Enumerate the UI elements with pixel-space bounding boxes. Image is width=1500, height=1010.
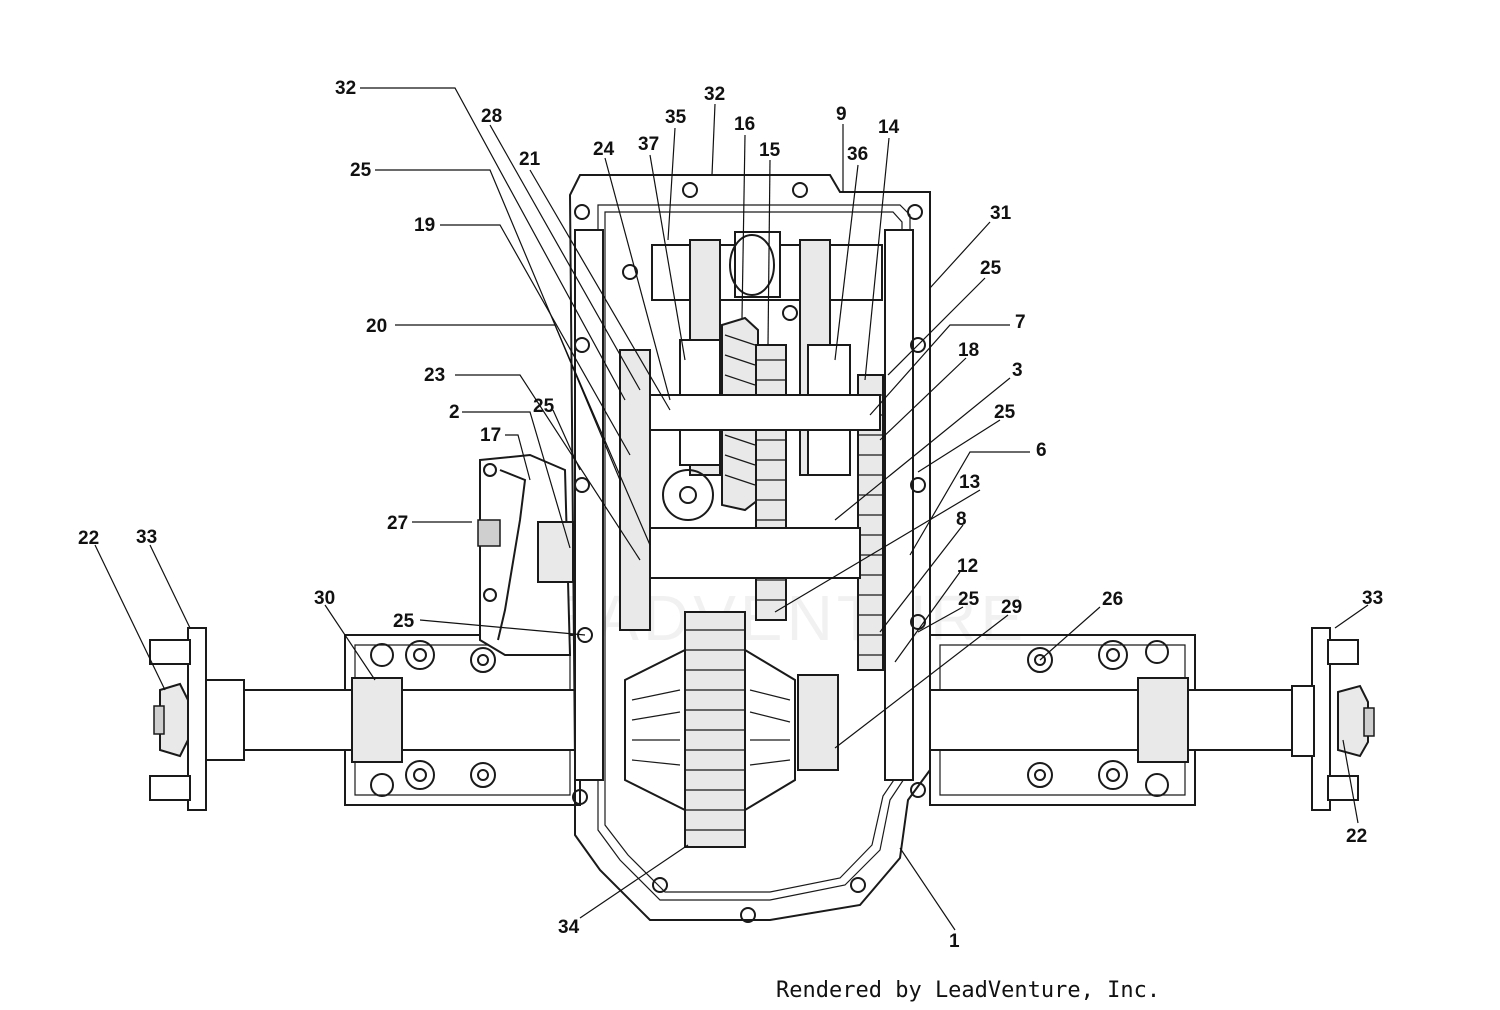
callout-27: 27 bbox=[387, 513, 408, 534]
axle-housing-right bbox=[929, 634, 1301, 806]
hub-right bbox=[1291, 627, 1375, 811]
callout-20: 20 bbox=[366, 316, 387, 337]
callout-24: 24 bbox=[593, 139, 615, 160]
callout-37: 37 bbox=[638, 134, 659, 155]
callout-35: 35 bbox=[665, 107, 687, 128]
callout-32-top: 32 bbox=[704, 84, 725, 105]
callout-25: 25 bbox=[350, 160, 372, 181]
callout-23: 23 bbox=[424, 365, 445, 386]
callout-25-left-a: 25 bbox=[533, 396, 555, 417]
callout-25-left-b: 25 bbox=[393, 611, 415, 632]
callout-32: 32 bbox=[335, 78, 356, 99]
callout-31: 31 bbox=[990, 203, 1012, 224]
callout-8: 8 bbox=[956, 509, 967, 530]
render-credit: Rendered by LeadVenture, Inc. bbox=[776, 978, 1161, 1003]
callout-30: 30 bbox=[314, 588, 335, 609]
shift-mechanism bbox=[651, 231, 883, 521]
callout-25-right-a: 25 bbox=[980, 258, 1002, 279]
callout-17: 17 bbox=[480, 425, 501, 446]
callout-9: 9 bbox=[836, 104, 847, 125]
callout-36: 36 bbox=[847, 144, 868, 165]
callout-28: 28 bbox=[481, 106, 502, 127]
callout-13: 13 bbox=[959, 472, 980, 493]
callout-2: 2 bbox=[449, 402, 460, 423]
callout-1: 1 bbox=[949, 931, 960, 952]
leader-lines bbox=[94, 87, 1369, 931]
callout-33-right: 33 bbox=[1362, 588, 1383, 609]
callout-33-left: 33 bbox=[136, 527, 157, 548]
callout-34: 34 bbox=[558, 917, 580, 938]
callout-25-right-b: 25 bbox=[994, 402, 1016, 423]
callout-15: 15 bbox=[759, 140, 781, 161]
transaxle-case bbox=[568, 174, 931, 923]
callout-19: 19 bbox=[414, 215, 435, 236]
callout-22-left: 22 bbox=[78, 528, 99, 549]
callout-21: 21 bbox=[519, 149, 541, 170]
callout-7: 7 bbox=[1015, 312, 1026, 333]
hub-left bbox=[149, 627, 245, 811]
callout-3: 3 bbox=[1012, 360, 1023, 381]
callout-12: 12 bbox=[957, 556, 978, 577]
brake-assembly bbox=[477, 453, 574, 656]
callout-18: 18 bbox=[958, 340, 979, 361]
callout-14: 14 bbox=[878, 117, 900, 138]
callout-29: 29 bbox=[1001, 597, 1022, 618]
callout-labels: 32 28 25 21 19 24 37 35 32 16 15 9 36 14… bbox=[78, 78, 1383, 952]
callout-25-right-c: 25 bbox=[958, 589, 980, 610]
callout-26: 26 bbox=[1102, 589, 1123, 610]
callout-6: 6 bbox=[1036, 440, 1047, 461]
callout-16: 16 bbox=[734, 114, 755, 135]
gear-stack bbox=[619, 316, 884, 671]
differential bbox=[624, 611, 839, 848]
callout-22-right: 22 bbox=[1346, 826, 1367, 847]
axle-housing-left bbox=[239, 634, 581, 806]
